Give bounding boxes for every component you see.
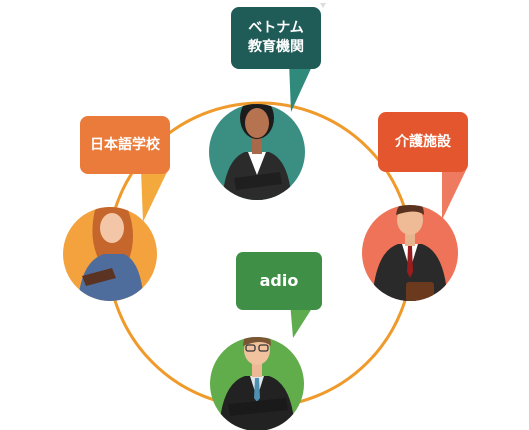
label-bottom-text: adio bbox=[259, 271, 299, 291]
label-left-text: 日本語学校 bbox=[90, 136, 160, 153]
node-right bbox=[362, 112, 468, 301]
label-right-text: 介護施設 bbox=[395, 133, 451, 150]
label-vietnam-education-institution: ベトナム 教育機関 bbox=[231, 7, 321, 69]
node-bottom bbox=[210, 252, 322, 430]
node-left bbox=[63, 116, 170, 301]
label-top-text: ベトナム 教育機関 bbox=[248, 20, 304, 55]
top-bubble-tail bbox=[289, 62, 314, 112]
right-bubble-tail bbox=[442, 166, 468, 220]
bottom-bubble-box bbox=[236, 252, 322, 310]
right-bubble-box bbox=[378, 112, 468, 172]
left-person-figure bbox=[78, 207, 144, 301]
corner-mark bbox=[320, 3, 326, 8]
left-bubble-tail bbox=[141, 170, 168, 222]
top-bubble-box bbox=[231, 7, 321, 69]
label-care-facility: 介護施設 bbox=[378, 112, 468, 172]
node-top bbox=[209, 7, 321, 200]
label-japanese-language-school: 日本語学校 bbox=[80, 116, 170, 174]
bottom-person-figure bbox=[219, 337, 295, 430]
label-adio: adio bbox=[236, 252, 322, 310]
right-person-figure bbox=[372, 205, 448, 301]
top-person-figure bbox=[222, 104, 292, 200]
left-bubble-box bbox=[80, 116, 170, 174]
bottom-bubble-tail bbox=[290, 302, 316, 338]
